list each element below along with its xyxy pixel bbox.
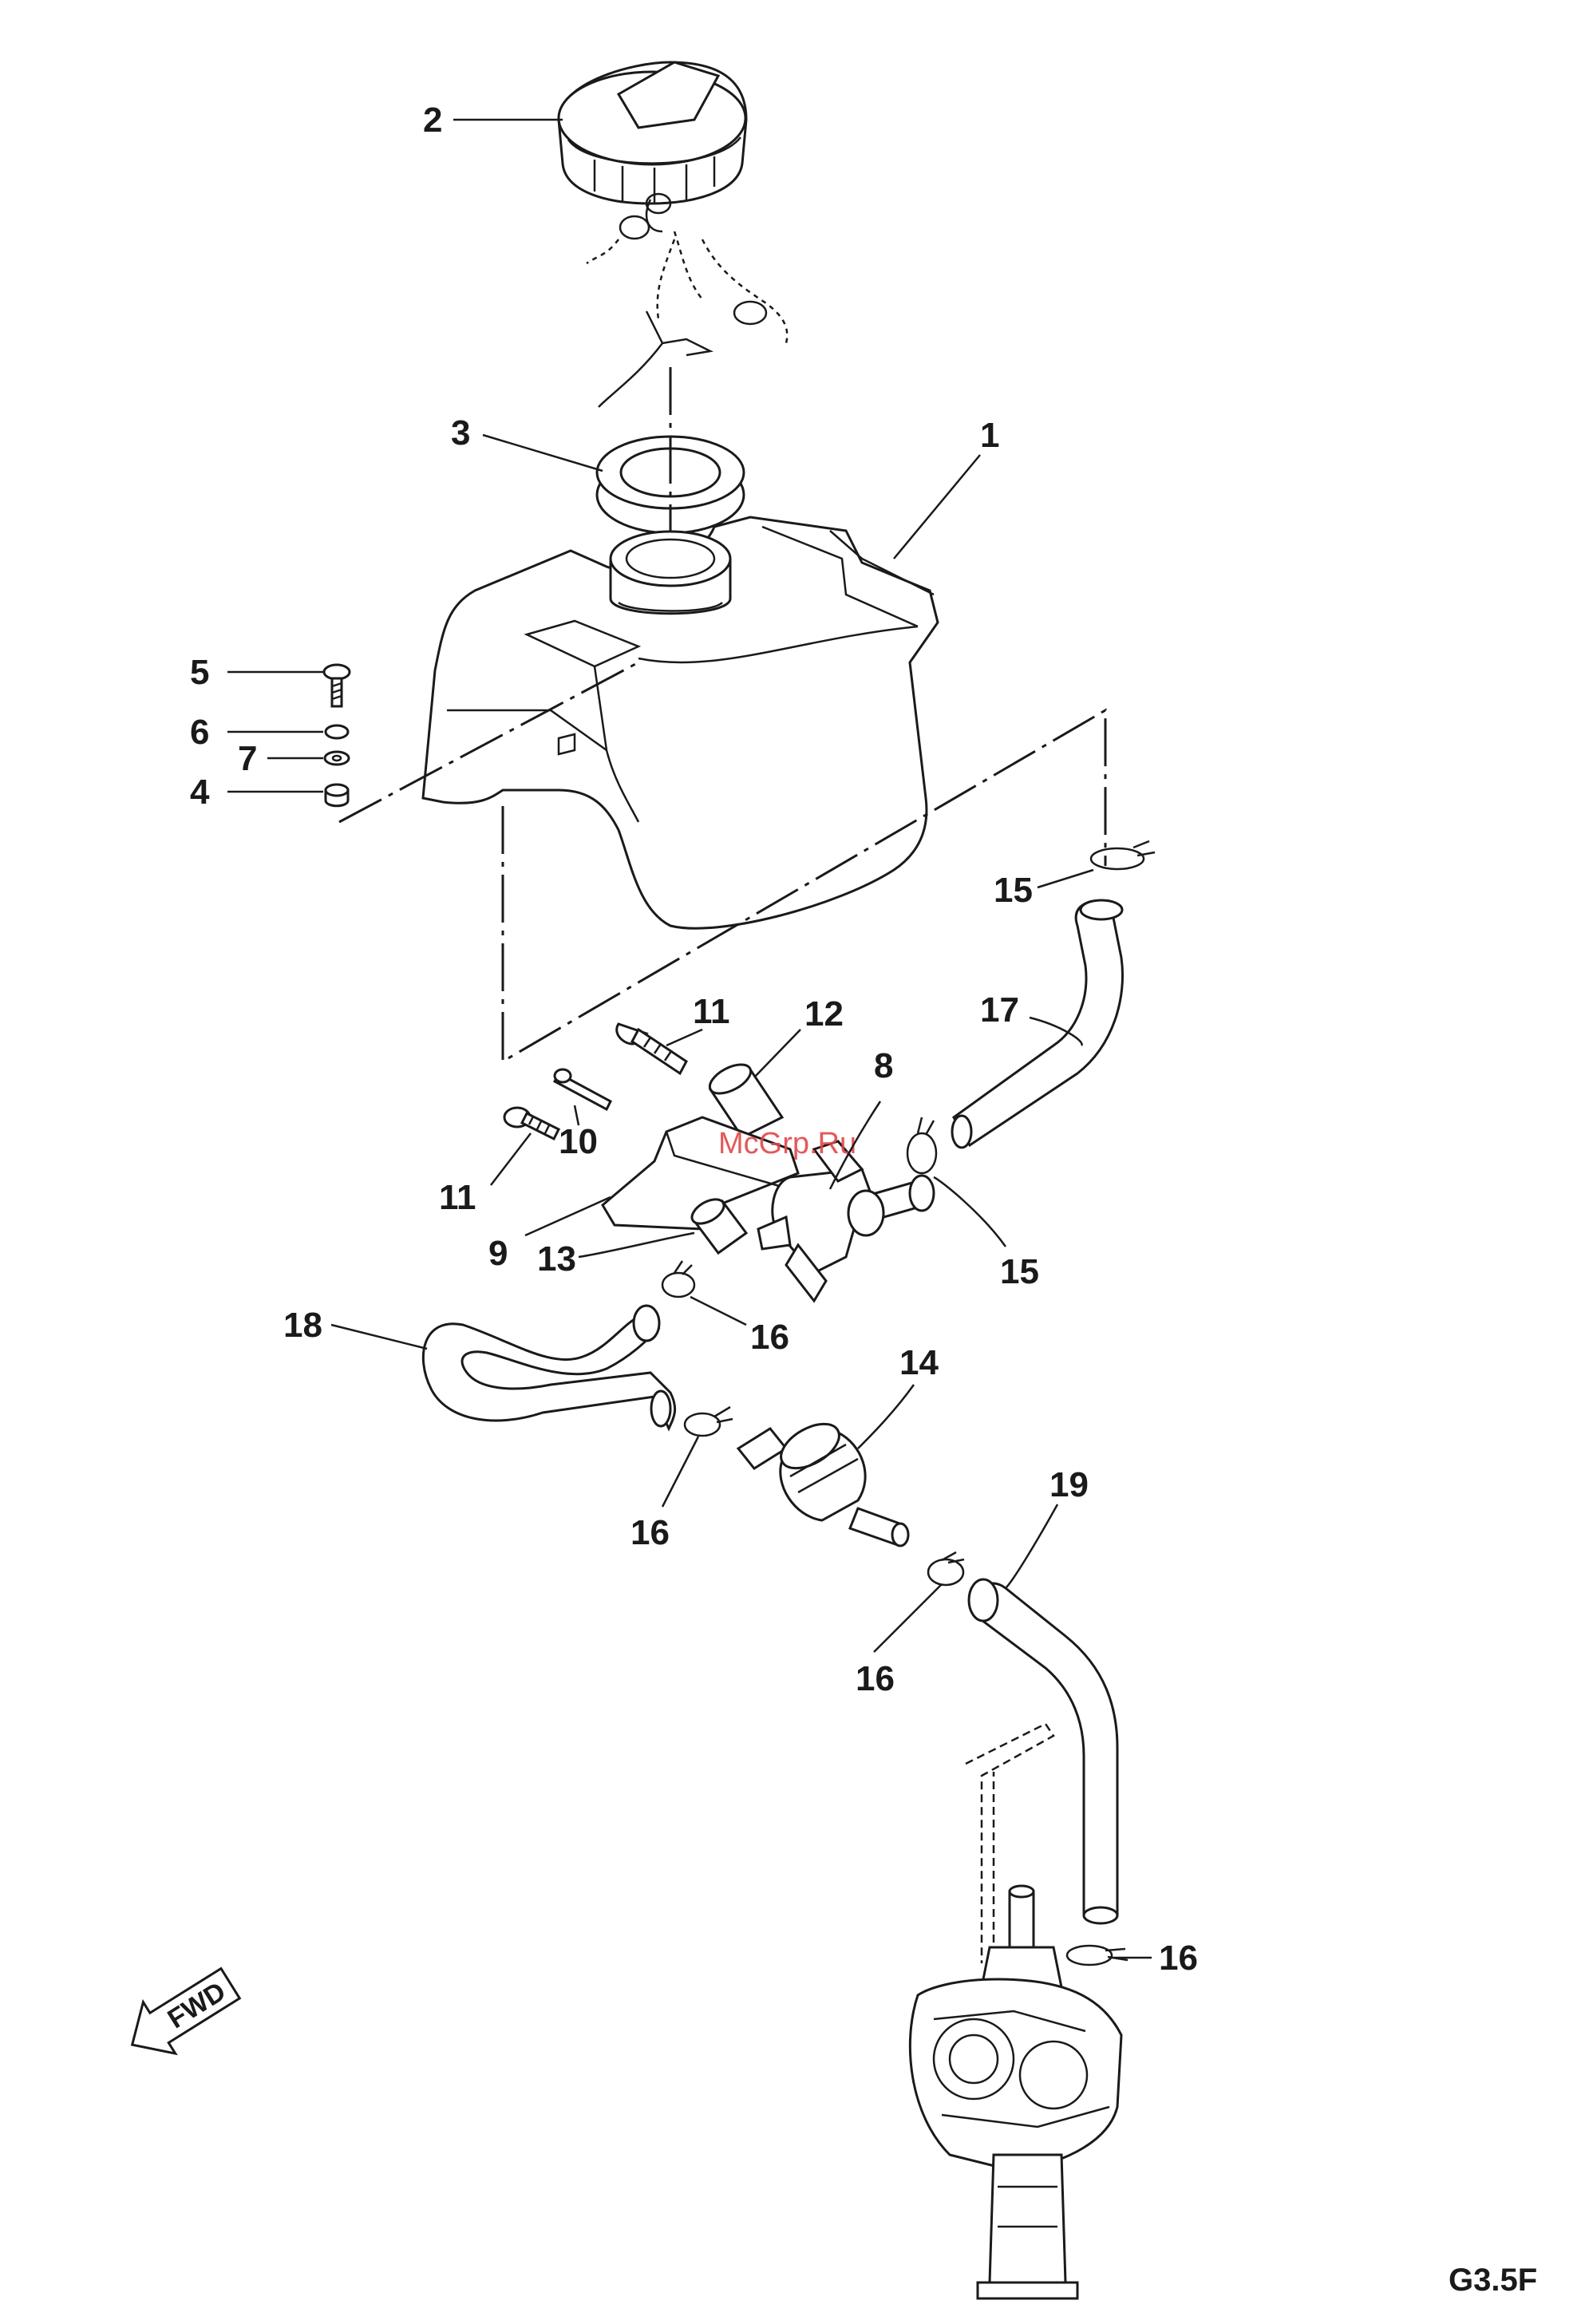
callout-7: 7 [238,739,257,778]
hose-clamp-upper [1091,841,1155,869]
hose-clamp-carb [1067,1946,1128,1965]
lock-washer [326,725,348,738]
callout-15-lower: 15 [1000,1252,1039,1291]
callout-19: 19 [1049,1465,1089,1504]
callout-8: 8 [874,1046,893,1085]
callout-16-filter-in: 16 [630,1513,670,1552]
callout-4: 4 [190,773,210,812]
figure-code: G3.5F [1449,2263,1537,2298]
callout-12: 12 [804,994,844,1034]
callout-2: 2 [423,101,442,140]
callout-3: 3 [451,413,470,453]
callout-11-upper: 11 [693,992,730,1031]
forward-arrow-icon: FWD [116,1958,246,2070]
cap-chain [587,194,787,407]
leader-lines [227,120,1152,1958]
callout-16-carb: 16 [1159,1939,1198,1978]
watermark: McGrp.Ru [718,1127,856,1160]
fuel-cap [559,62,746,204]
flat-washer [325,752,349,765]
callout-10: 10 [559,1122,598,1161]
callout-14: 14 [899,1343,939,1382]
rubber-grommet [326,785,348,806]
callout-6: 6 [190,713,209,752]
callout-11-lower: 11 [439,1178,476,1217]
fuel-tank [423,517,938,928]
hose-clamp-valve-out [907,1117,936,1173]
vent-hose [952,900,1123,1148]
hose-clamp-filter-in [685,1407,733,1436]
callout-15-upper: 15 [994,871,1033,910]
mount-bolt [324,665,350,706]
callout-16-filter-out: 16 [856,1659,895,1698]
callout-5: 5 [190,653,209,692]
hose-clamp-valve-in [662,1261,694,1297]
callout-18: 18 [283,1306,322,1345]
callout-13: 13 [537,1239,576,1279]
fuel-hose-valve-to-filter [423,1306,674,1429]
callout-labels: 2 3 1 5 6 7 4 15 17 11 12 8 10 11 9 13 1… [190,101,1198,1978]
callout-17: 17 [980,990,1019,1030]
hose-clamp-filter-out [928,1552,964,1585]
valve-bolt-lower [504,1108,559,1139]
valve-screw [555,1069,611,1109]
callout-16-valve: 16 [750,1318,789,1357]
callout-9: 9 [488,1234,508,1273]
callout-1: 1 [980,416,999,455]
valve-bolt-upper [617,1024,686,1073]
fuel-filter [738,1415,908,1546]
